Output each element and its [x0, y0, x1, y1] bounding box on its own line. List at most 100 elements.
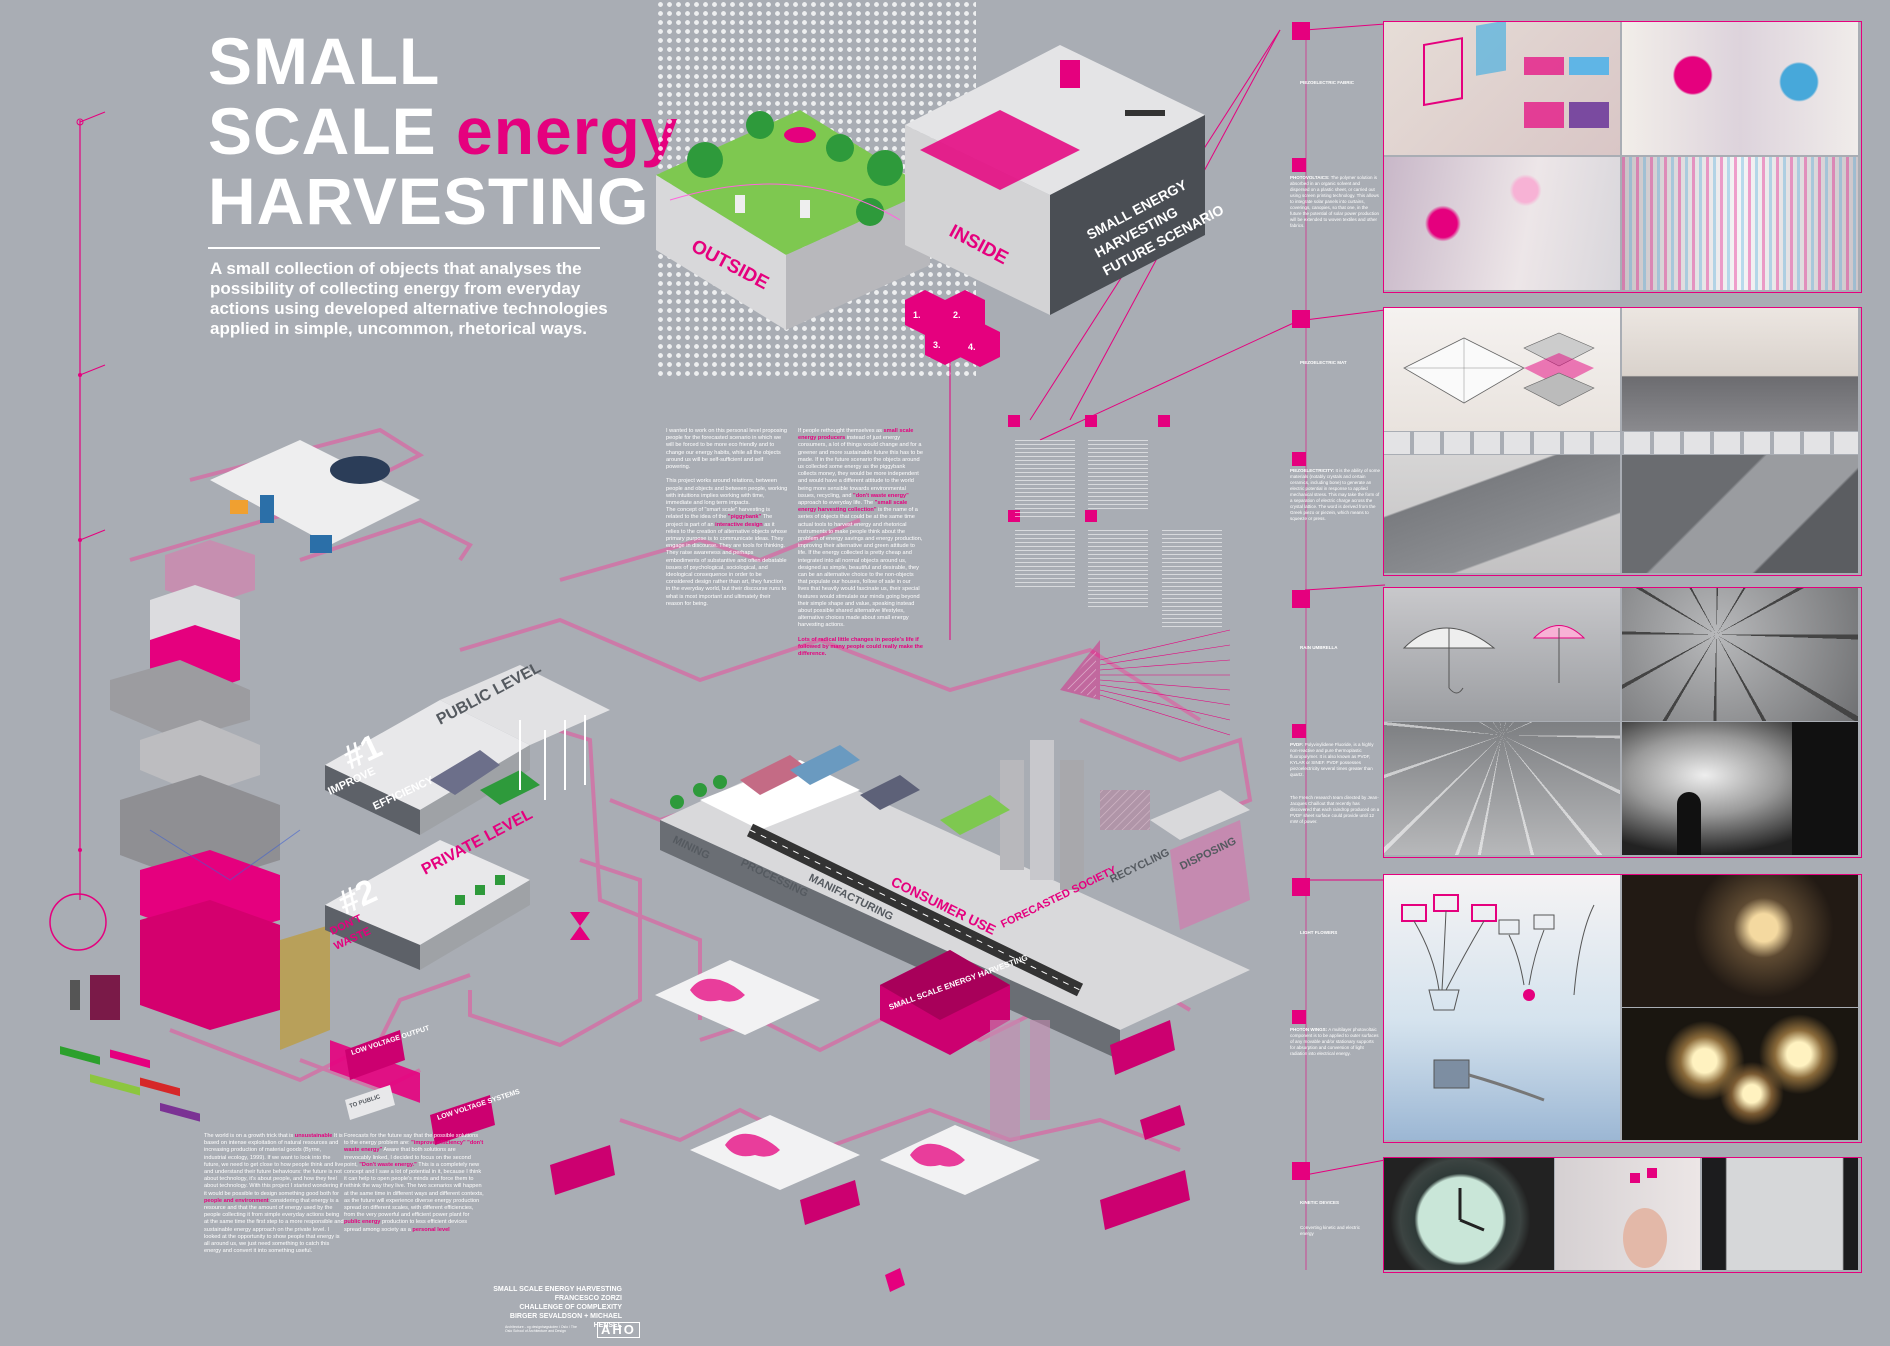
caption-4-heading: PIEZOELECTRICITY: [1290, 468, 1335, 473]
bottom-2-h1: "improve efficiency" [411, 1140, 466, 1147]
photo-umbrella-figure [1622, 722, 1858, 855]
credits-line-3: CHALLENGE OF COMPLEXITY [519, 1304, 622, 1311]
bottom-2-h4: public energy [344, 1219, 381, 1226]
public-level: #1 PUBLIC LEVEL IMPROVE EFFICIENCY [325, 659, 610, 835]
photo-watch [1384, 1158, 1554, 1270]
cube-icon-6 [1292, 724, 1306, 738]
photo-fabric-window [1622, 157, 1858, 290]
intro-2-p1: If people rethought themselves as [798, 428, 882, 434]
step-1: 1. [913, 310, 921, 320]
colour-bars [60, 1046, 200, 1122]
left-timeline [49, 111, 107, 951]
hourglass-icon [570, 912, 590, 940]
panel-frame-4 [1383, 874, 1862, 1143]
step-2: 2. [953, 310, 961, 320]
umbrella-diagram-svg [1402, 625, 1586, 694]
photo-mat-surface [1384, 455, 1620, 573]
caption-5: RAIN UMBRELLA [1300, 645, 1338, 650]
photo-light-flowers-diagram [1384, 875, 1620, 1140]
outside-block: OUTSIDE [656, 110, 930, 330]
photo-umbrella-underside [1622, 588, 1858, 721]
intro-column-1: I wanted to work on this personal level … [666, 428, 788, 608]
credits: SMALL SCALE ENERGY HARVESTING FRANCESCO … [490, 1285, 622, 1330]
bottom-2-p2: Aware that both solutions are irrevocabl… [344, 1147, 471, 1168]
bottom-1-p3: considering that energy is a resource an… [204, 1197, 344, 1255]
credits-line-4: BIRGER SEVALDSON + MICHAEL HENSEL [509, 1313, 622, 1329]
photo-light-single [1622, 875, 1858, 1007]
world-maps [655, 960, 1040, 1195]
bottom-2-p1: Forecasts for the future say that the po… [344, 1133, 479, 1147]
intro-1-p2: This project works around relations, bet… [666, 478, 788, 507]
aho-logo: AHO [597, 1322, 640, 1338]
poster-title: SMALL SCALE energy HARVESTING [208, 26, 678, 236]
caption-9: PHOTON WINGS: A multilayer photovoltaic … [1290, 1027, 1380, 1057]
bottom-2-p3: This is a completely new concept and I s… [344, 1161, 484, 1219]
cube-icon-5 [1292, 590, 1310, 608]
panel-frame-3 [1383, 587, 1862, 858]
title-scale: SCALE [208, 94, 437, 168]
hand-device-svg [1623, 1168, 1667, 1268]
title-line-1: SMALL [208, 24, 441, 98]
intro-2-p3: approach to everyday life. The [798, 500, 874, 507]
intro-2-h1: small scale energy producers [798, 428, 914, 442]
photo-mat-corner [1622, 455, 1858, 573]
bottom-2-h2: "don't waste energy" [344, 1140, 484, 1154]
intro-2-p4: is the name of a series of objects that … [798, 507, 923, 629]
school-name: Architecture - og designhøgskolen i Oslo… [505, 1325, 577, 1333]
triangle-cluster-dots [1064, 650, 1096, 698]
cube-icon-4 [1292, 452, 1306, 466]
bottom-1-p2: It is based on intense exploitation of n… [204, 1133, 344, 1197]
left-tower [70, 440, 420, 1050]
caption-11: Converting kinetic and electric energy [1300, 1225, 1361, 1236]
mat-diagram-svg [1403, 332, 1595, 407]
intro-1-p5: as it relies to the creation of alternat… [666, 521, 787, 607]
fabric-diagram-svg [1423, 22, 1609, 128]
intro-1-p4: The project is part of an [666, 514, 773, 528]
intro-2-h3: "small scale energy harvesting collectio… [798, 500, 908, 514]
bottom-2-p4: production to less efficient devices spr… [344, 1219, 468, 1233]
title-rule [208, 247, 600, 249]
caption-6-heading: PVDF: [1290, 742, 1304, 747]
photo-light-cluster [1622, 1008, 1858, 1140]
panel-frame-1 [1383, 21, 1862, 293]
caption-10: KINETIC DEVICES [1300, 1200, 1340, 1205]
caption-3: PIEZOELECTRIC MAT [1300, 360, 1347, 365]
caption-2-heading: PHOTOVOLTAICS: [1290, 175, 1330, 180]
step-cubes: 1. 2. 3. 4. [905, 290, 1000, 640]
filler-text-3 [1088, 530, 1148, 610]
cube-icon-3 [1292, 310, 1310, 328]
photo-screen [1702, 1158, 1858, 1270]
watch-hands-svg [1458, 1188, 1485, 1232]
cube-icon-9 [1292, 1162, 1310, 1180]
chain-recycling: RECYCLING [1108, 847, 1171, 886]
intro-1-h2: interactive design [715, 521, 763, 528]
caption-8: LIGHT FLOWERS [1300, 930, 1338, 935]
caption-1: PIEZOELECTRIC FABRIC [1300, 80, 1355, 85]
filler-text-2 [1088, 440, 1148, 510]
intro-column-2: If people rethought themselves as small … [798, 428, 923, 659]
intro-2-p2: instead of just energy consumers, a lot … [798, 435, 924, 499]
intro-1-p3: The concept of "smart scale" harvesting … [666, 507, 771, 521]
bottom-2-h5: personal level [412, 1226, 450, 1233]
caption-4: PIEZOELECTRICITY: It is the ability of s… [1290, 468, 1380, 522]
photo-mat-folded [1622, 308, 1858, 431]
photo-fabric-diagram [1384, 22, 1620, 155]
photo-umbrella-transparent [1384, 722, 1620, 855]
inside-block: INSIDE SMALL ENERGY HARVESTING FUTURE SC… [905, 45, 1226, 315]
step-4: 4. [968, 342, 976, 352]
mat-thumbnail-strip [1384, 432, 1858, 454]
title-line-3: HARVESTING [208, 164, 650, 238]
fan-lines [1099, 629, 1231, 736]
photo-umbrella-diagram [1384, 588, 1620, 721]
caption-9-text: A multilayer photovoltaic component is t… [1290, 1027, 1379, 1056]
photo-mat-diagram [1384, 308, 1620, 431]
title-line-2: SCALE energy [208, 96, 678, 166]
photo-hand-device [1555, 1158, 1700, 1270]
bottom-1-h2: people and environment [204, 1197, 269, 1204]
bottom-column-2: Forecasts for the future say that the po… [344, 1133, 484, 1234]
caption-6-text: Polyvinylidene Fluoride, is a highly non… [1290, 742, 1374, 777]
intro-1-h1: "piggybank" [727, 514, 762, 521]
intro-2-h4: Lots of radical little changes in people… [798, 636, 923, 658]
intro-2-h2: "don't waste energy" [853, 492, 909, 499]
caption-4-text: It is the ability of some materials (not… [1290, 468, 1380, 521]
